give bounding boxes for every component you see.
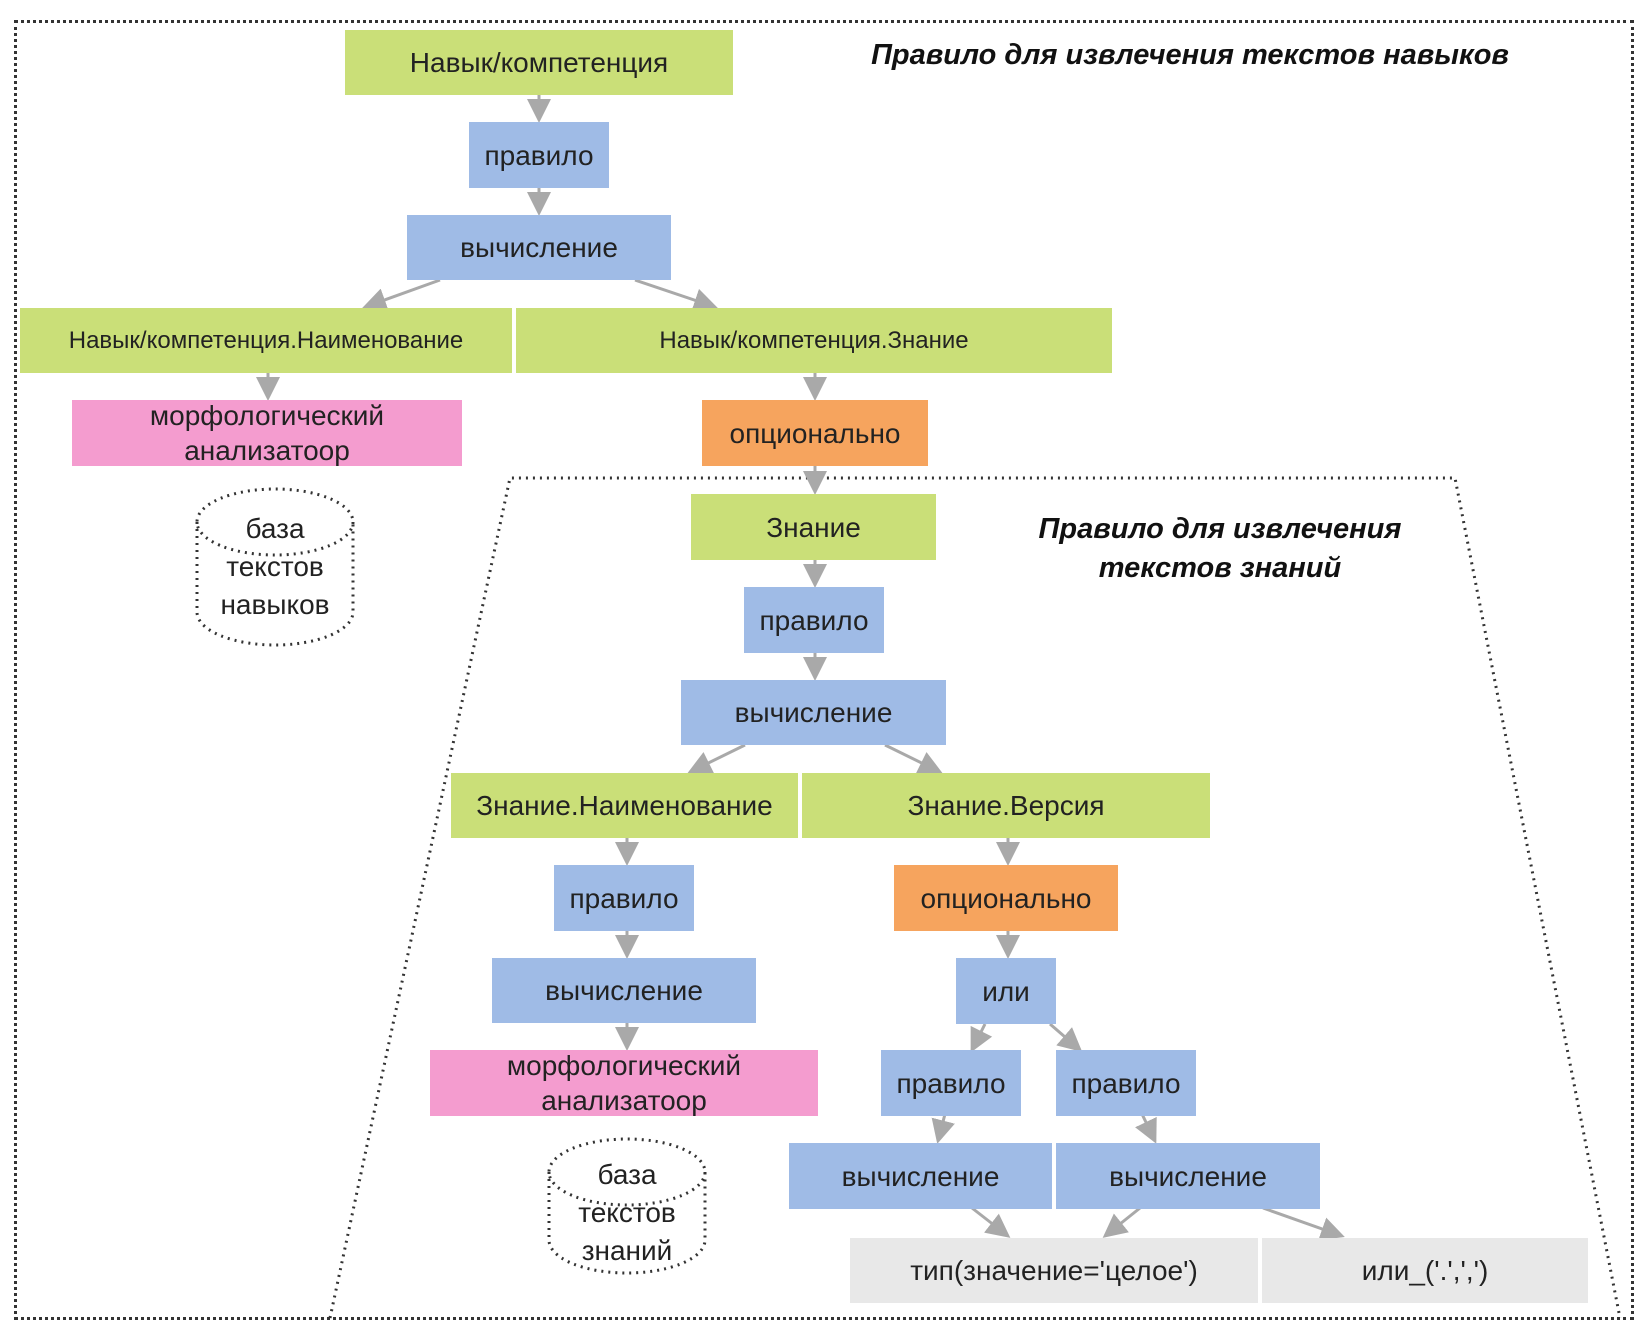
inner-rule-title: Правило для извлечения текстов знаний (1010, 510, 1430, 588)
node-rule-1[interactable]: правило (469, 122, 609, 188)
morph1-line2: анализатоор (184, 435, 350, 466)
node-calc-3[interactable]: вычисление (492, 958, 756, 1023)
node-rule-3[interactable]: правило (554, 865, 694, 931)
node-morph-analyzer-1[interactable]: морфологический анализатоор (72, 400, 462, 466)
node-calc-4[interactable]: вычисление (789, 1143, 1052, 1209)
inner-rule-title-line2: текстов знаний (1098, 552, 1342, 585)
skills-database-label: база текстов навыков (220, 513, 330, 620)
node-rule-5[interactable]: правило (1056, 1050, 1196, 1116)
morph2-line2: анализатоор (541, 1085, 707, 1116)
node-optional-2[interactable]: опционально (894, 865, 1118, 931)
node-knowledge[interactable]: Знание (691, 494, 936, 560)
node-rule-4[interactable]: правило (881, 1050, 1021, 1116)
node-skill[interactable]: Навык/компетенция (345, 30, 733, 95)
node-morph-analyzer-2[interactable]: морфологический анализатоор (430, 1050, 818, 1116)
node-rule-2[interactable]: правило (744, 587, 884, 653)
outer-rule-title: Правило для извлечения текстов навыков (871, 39, 1509, 71)
node-or-separators[interactable]: или_('.',',') (1262, 1238, 1588, 1303)
morph2-line1: морфологический (506, 1050, 742, 1081)
node-calc-5[interactable]: вычисление (1056, 1143, 1320, 1209)
node-skill-name[interactable]: Навык/компетенция.Наименование (20, 308, 512, 373)
outer-rule-frame (14, 20, 1634, 1320)
node-knowledge-name[interactable]: Знание.Наименование (451, 773, 798, 838)
node-type-integer[interactable]: тип(значение='целое') (850, 1238, 1258, 1303)
morph1-line1: морфологический (149, 400, 385, 431)
node-or[interactable]: или (956, 958, 1056, 1024)
inner-rule-title-line1: Правило для извлечения (1038, 513, 1402, 545)
node-calc-1[interactable]: вычисление (407, 215, 671, 280)
node-knowledge-version[interactable]: Знание.Версия (802, 773, 1210, 838)
node-calc-2[interactable]: вычисление (681, 680, 946, 745)
node-skill-knowledge[interactable]: Навык/компетенция.Знание (516, 308, 1112, 373)
node-optional-1[interactable]: опционально (702, 400, 928, 466)
knowledge-database-label: база текстов знаний (578, 1159, 676, 1266)
